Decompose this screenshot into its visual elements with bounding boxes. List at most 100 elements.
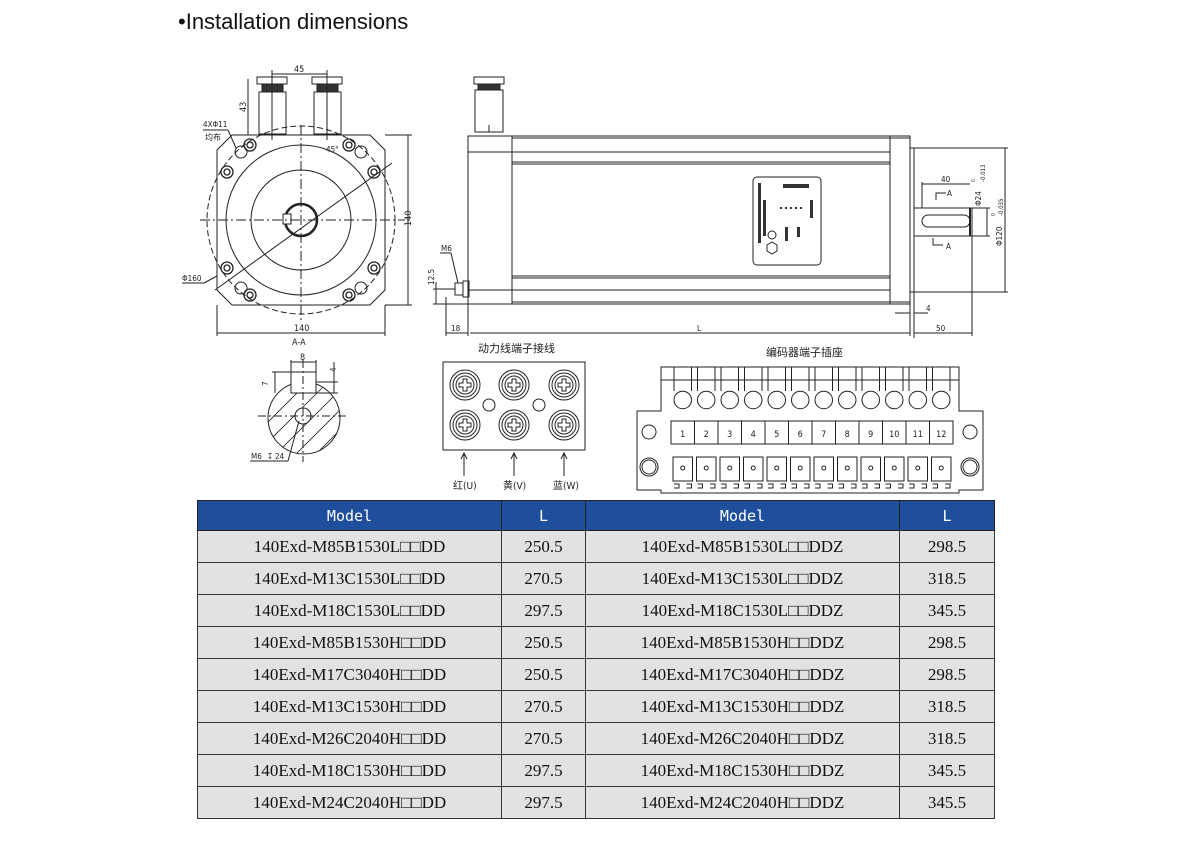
length-cell: 318.5 [899, 690, 995, 723]
section-mark-top: A [947, 189, 952, 198]
model-cell: 140Exd-M13C1530L□□DD [197, 562, 502, 595]
model-cell: 140Exd-M85B1530H□□DD [197, 626, 502, 659]
encoder-pin: 11 [905, 367, 928, 489]
dim-shaft-tol-lower: -0.013 [980, 165, 987, 182]
length-cell: 270.5 [501, 562, 586, 595]
dim-L: L [697, 324, 701, 333]
model-cell: 140Exd-M26C2040H□□DD [197, 722, 502, 755]
dim-m6: M6 [441, 244, 452, 253]
length-cell: 345.5 [899, 786, 995, 819]
power-terminal-diagram: 动力线端子接线 红(U) 黄(V) 蓝(W) [442, 341, 586, 492]
encoder-pin-number: 5 [774, 430, 779, 440]
power-label-u: 红(U) [453, 479, 477, 492]
header-length-a: L [501, 500, 586, 531]
section-mark-bottom: A [946, 242, 951, 251]
encoder-pin: 9 [858, 367, 881, 489]
dim-50: 50 [936, 324, 946, 333]
model-cell: 140Exd-M24C2040H□□DDZ [585, 786, 900, 819]
dim-shaft-tol-upper: 0 [971, 179, 977, 182]
dim-circle-diameter: Φ160 [182, 274, 202, 283]
length-cell: 297.5 [501, 594, 586, 627]
encoder-pin-number: 10 [889, 430, 899, 440]
length-cell: 345.5 [899, 594, 995, 627]
encoder-terminal-title: 编码器端子插座 [766, 345, 843, 359]
power-terminal-title: 动力线端子接线 [478, 341, 555, 355]
dim-shaft-diameter: Φ24 [974, 191, 983, 206]
dim-connector-height: 43 [239, 102, 249, 112]
dim-holes-note: 均布 [205, 132, 221, 142]
encoder-pin-number: 3 [727, 430, 732, 440]
model-cell: 140Exd-M85B1530L□□DD [197, 530, 502, 563]
header-model-b: Model [585, 500, 900, 531]
length-cell: 250.5 [501, 658, 586, 691]
encoder-pin: 3 [717, 367, 740, 489]
header-model-a: Model [197, 500, 502, 531]
model-cell: 140Exd-M17C3040H□□DD [197, 658, 502, 691]
length-cell: 318.5 [899, 562, 995, 595]
model-cell: 140Exd-M18C1530L□□DD [197, 594, 502, 627]
encoder-pin-number: 8 [845, 430, 850, 440]
encoder-pin: 5 [764, 367, 787, 489]
length-cell: 297.5 [501, 786, 586, 819]
model-cell: 140Exd-M13C1530L□□DDZ [585, 562, 900, 595]
model-cell: 140Exd-M85B1530L□□DDZ [585, 530, 900, 563]
table-header-row: Model L Model L [197, 500, 995, 531]
dim-spigot-tol-upper: 0 [991, 213, 997, 216]
dim-spigot-tol-lower: -0.035 [998, 199, 1005, 216]
power-label-v: 黄(V) [503, 479, 526, 492]
mounting-holes [220, 138, 381, 302]
encoder-pin-number: 9 [868, 430, 873, 440]
dim-spigot-diameter: Φ120 [995, 226, 1004, 246]
nameplate [752, 176, 822, 266]
dim-flange-width: 140 [294, 324, 309, 334]
power-terminal-screws [449, 369, 580, 441]
length-cell: 297.5 [501, 754, 586, 787]
length-cell: 298.5 [899, 530, 995, 563]
encoder-pin-number: 4 [751, 430, 756, 440]
dim-holes: 4XΦ11 [203, 120, 227, 129]
encoder-pin-number: 1 [680, 430, 685, 440]
model-cell: 140Exd-M17C3040H□□DDZ [585, 658, 900, 691]
dim-connector-spacing: 45 [294, 65, 304, 75]
encoder-pin: 8 [835, 367, 858, 489]
length-cell: 250.5 [501, 626, 586, 659]
side-view: M6 12.5 18 L 4 50 40 A A [427, 76, 1008, 338]
model-cell: 140Exd-M85B1530H□□DDZ [585, 626, 900, 659]
technical-drawing: 45 43 [182, 65, 1008, 494]
front-view: 45 43 [182, 65, 414, 348]
dim-key-width: 8 [300, 353, 305, 363]
dim-thread-depth: 24 [275, 452, 285, 461]
dim-angle: 45° [326, 145, 339, 154]
model-cell: 140Exd-M18C1530H□□DD [197, 754, 502, 787]
depth-symbol-icon: ↧ [267, 452, 273, 461]
dim-18: 18 [451, 324, 461, 333]
length-cell: 298.5 [899, 658, 995, 691]
page-title: •Installation dimensions [178, 9, 409, 34]
encoder-pin: 2 [694, 367, 717, 489]
model-cell: 140Exd-M13C1530H□□DDZ [585, 690, 900, 723]
dim-12-5: 12.5 [427, 269, 436, 285]
model-cell: 140Exd-M18C1530H□□DDZ [585, 754, 900, 787]
length-cell: 270.5 [501, 722, 586, 755]
length-cell: 345.5 [899, 754, 995, 787]
encoder-pin-number: 11 [913, 430, 923, 440]
model-cell: 140Exd-M24C2040H□□DD [197, 786, 502, 819]
encoder-pin-number: 2 [704, 430, 709, 440]
model-cell: 140Exd-M13C1530H□□DD [197, 690, 502, 723]
model-cell: 140Exd-M26C2040H□□DDZ [585, 722, 900, 755]
dim-thread: M6 [251, 452, 262, 461]
dim-40: 40 [941, 175, 951, 184]
length-cell: 270.5 [501, 690, 586, 723]
model-cell: 140Exd-M18C1530L□□DDZ [585, 594, 900, 627]
encoder-pin: 6 [788, 367, 811, 489]
dim-key-height: 7 [261, 381, 270, 386]
encoder-pin: 1 [672, 367, 693, 489]
power-label-w: 蓝(W) [553, 480, 579, 492]
